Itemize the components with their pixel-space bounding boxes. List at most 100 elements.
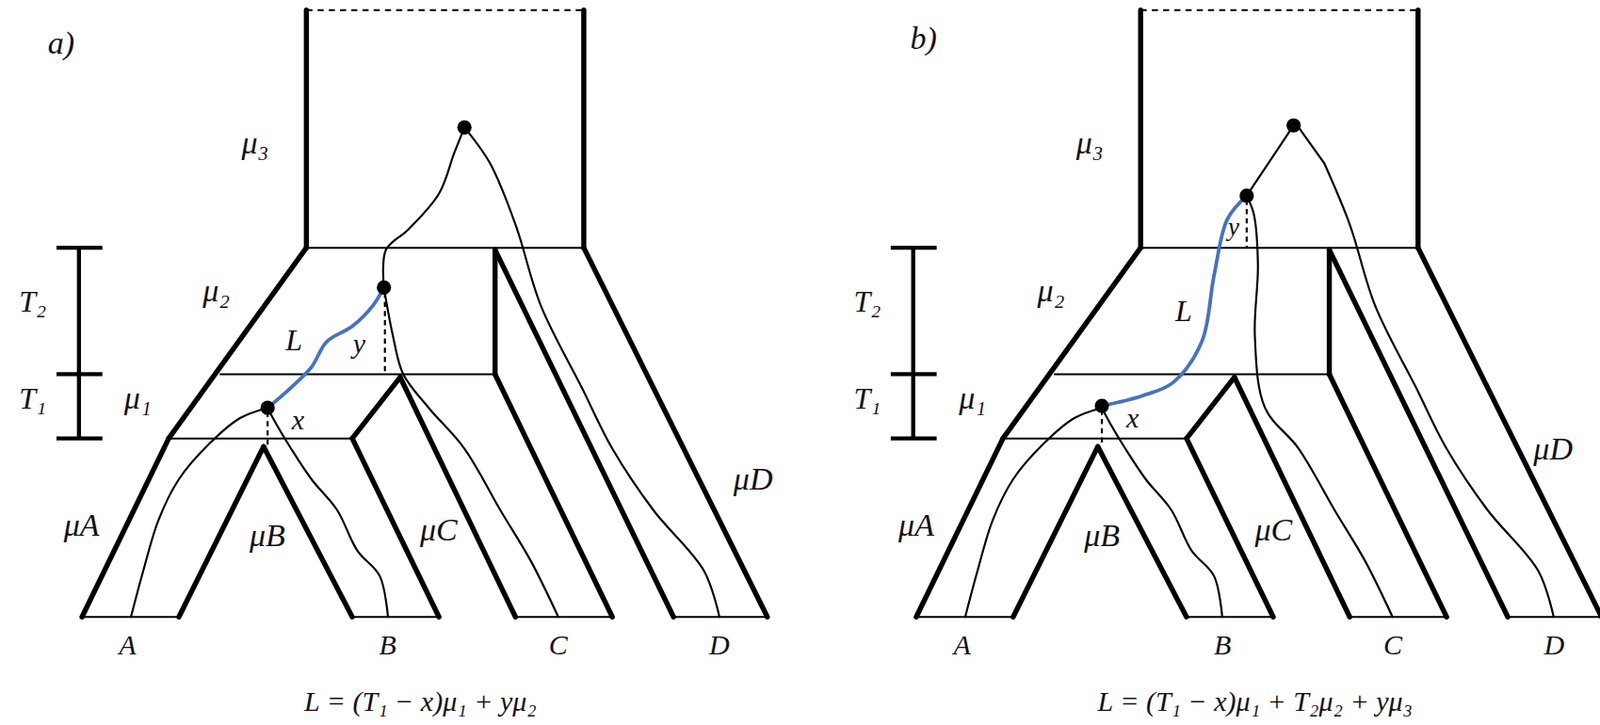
rate-label: μD (1533, 433, 1573, 466)
population-edge (495, 249, 675, 617)
species-name: B (1213, 630, 1231, 660)
rate-label: μ₃ (1076, 127, 1104, 160)
rate-label: μB (249, 519, 286, 552)
coalescence-dot (457, 120, 472, 135)
time-label: T₁ (854, 383, 882, 414)
time-marker (1245, 199, 1248, 248)
gene-lineage (130, 407, 268, 617)
panel-letter: a) (48, 27, 75, 60)
time-bracket (56, 245, 103, 250)
rate-label: μA (898, 509, 935, 542)
population-edge (304, 10, 309, 248)
population-boundary (306, 246, 584, 249)
time-label: x (1126, 404, 1139, 433)
gene-lineage (1246, 195, 1393, 617)
species-tree (56, 10, 768, 617)
species-name: A (953, 630, 971, 660)
population-edge (168, 247, 307, 439)
time-label: y (1228, 213, 1240, 240)
length-label: L (1175, 295, 1193, 326)
population-boundary (1140, 246, 1419, 249)
population-edge (1234, 377, 1350, 618)
population-edge (1186, 377, 1235, 439)
gene-lineage (965, 407, 1102, 617)
population-edge (400, 377, 516, 618)
population-edge (1415, 10, 1421, 248)
time-marker (1100, 409, 1103, 446)
rate-label: μ₁ (958, 382, 986, 415)
gene-lineage (383, 127, 465, 288)
time-bracket (56, 436, 103, 441)
time-bracket (890, 245, 938, 250)
root-open-top (1140, 9, 1419, 12)
formula: L = (T₁ − x)μ₁ + T₂μ₂ + yμ₃ (1098, 687, 1413, 716)
gene-lineage (464, 127, 720, 617)
coalescence-dot (1094, 398, 1109, 413)
rate-label: μC (420, 514, 458, 547)
time-bracket (890, 436, 938, 441)
rate-label: μA (64, 509, 100, 542)
population-boundary (219, 372, 495, 375)
population-edge (581, 10, 586, 248)
species-name: B (379, 630, 397, 660)
species-name: C (549, 630, 568, 660)
population-boundary (1349, 615, 1447, 618)
rate-label: μD (733, 463, 774, 496)
population-edge (352, 377, 401, 439)
gene-lineage (1298, 127, 1554, 617)
population-edge (492, 249, 498, 374)
coalescence-dot (1286, 118, 1301, 133)
time-marker (266, 412, 269, 447)
gene-lineage (384, 287, 559, 617)
population-edge (1138, 10, 1144, 248)
gene-lineage (267, 407, 388, 617)
time-label: y (353, 329, 366, 358)
population-edge (1002, 247, 1141, 439)
rate-label: μ₂ (202, 274, 230, 308)
population-edge (1329, 249, 1509, 617)
population-boundary (168, 437, 353, 440)
time-bracket (890, 371, 938, 376)
time-marker (384, 292, 387, 375)
time-bracket (77, 247, 81, 439)
branch-length-L (1101, 195, 1247, 406)
gene-lineage (1246, 125, 1294, 196)
time-label: x (291, 405, 305, 435)
species-name: D (1543, 630, 1565, 660)
time-label: T₂ (18, 286, 47, 317)
species-tree (890, 10, 1600, 617)
rate-label: μ₂ (1037, 274, 1066, 308)
population-boundary (1002, 437, 1187, 440)
population-boundary (1186, 615, 1274, 618)
rate-label: μ₃ (241, 127, 269, 160)
species-name: D (709, 630, 730, 660)
gene-lineage (1101, 407, 1223, 617)
coalescence-dot (1239, 188, 1254, 203)
time-label: T₁ (18, 383, 47, 414)
time-bracket (56, 371, 103, 376)
population-boundary (352, 615, 439, 618)
population-edge (1418, 247, 1600, 617)
population-edge (1326, 249, 1332, 374)
rate-label: μB (1083, 519, 1120, 552)
time-bracket (911, 247, 916, 439)
coalescence-dot (260, 401, 275, 416)
root-open-top (306, 9, 584, 12)
branch-length-L (267, 287, 384, 408)
population-boundary (1053, 372, 1329, 375)
length-label: L (285, 324, 303, 356)
formula: L = (T₁ − x)μ₁ + yμ₂ (304, 687, 537, 716)
coalescence-dot (376, 280, 391, 295)
population-edge (583, 247, 768, 617)
population-edge (1329, 373, 1448, 617)
panel-letter: b) (909, 22, 937, 55)
population-edge (495, 373, 614, 617)
time-label: T₂ (854, 286, 882, 317)
species-name: C (1383, 630, 1403, 660)
population-boundary (515, 615, 613, 618)
rate-label: μC (1254, 514, 1293, 547)
species-name: A (118, 630, 136, 660)
rate-label: μ₁ (124, 382, 152, 415)
